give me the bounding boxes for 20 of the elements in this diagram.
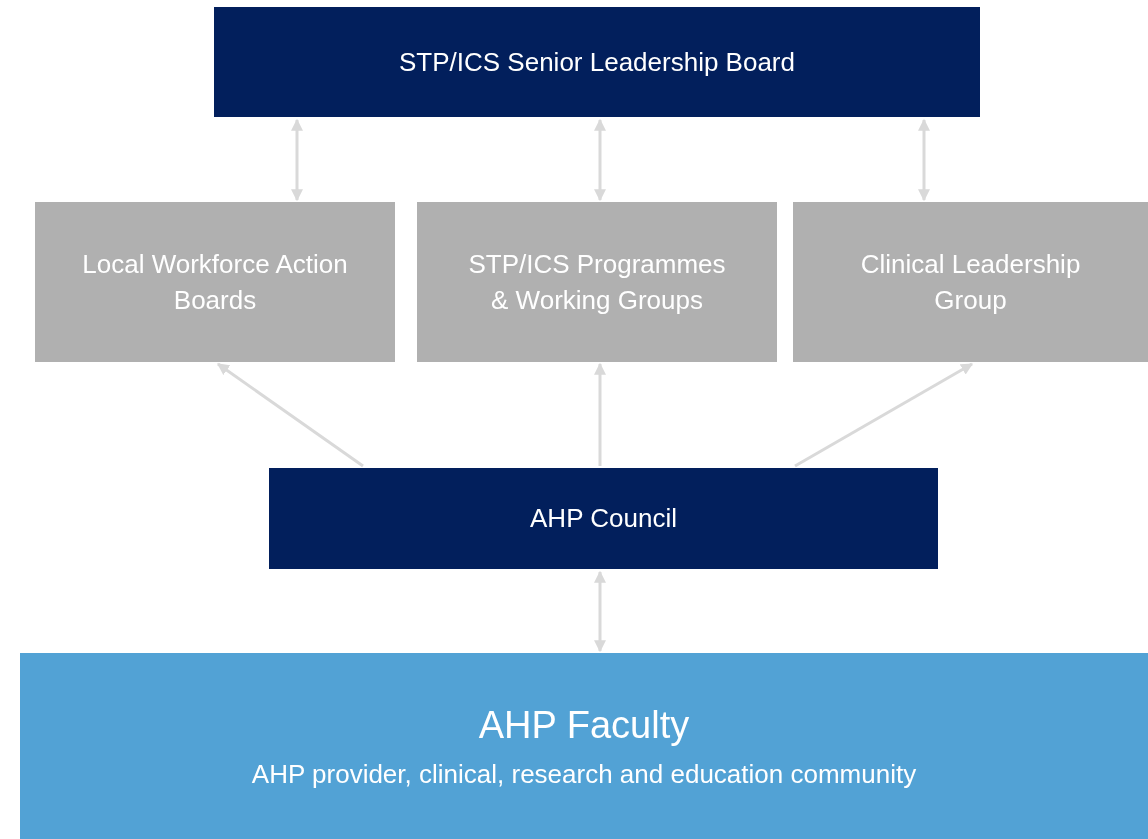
arrow bbox=[594, 570, 606, 653]
arrow bbox=[291, 118, 303, 202]
arrow bbox=[594, 118, 606, 202]
org-box bbox=[20, 653, 1148, 839]
arrow bbox=[794, 362, 974, 468]
org-box bbox=[269, 468, 938, 569]
arrow bbox=[217, 362, 364, 468]
org-box bbox=[417, 202, 777, 362]
box-title: Clinical Leadership Group bbox=[859, 247, 1082, 317]
box-subtitle: AHP provider, clinical, research and education community bbox=[251, 758, 917, 792]
box-title: Local Workforce Action Boards bbox=[81, 247, 349, 317]
box-title: STP/ICS Programmes & Working Groups bbox=[467, 247, 727, 317]
org-box bbox=[793, 202, 1148, 362]
arrow bbox=[918, 118, 930, 202]
arrow bbox=[594, 362, 606, 466]
box-title: AHP Faculty bbox=[478, 703, 690, 749]
box-title: AHP Council bbox=[530, 502, 677, 536]
org-box bbox=[35, 202, 395, 362]
org-box bbox=[214, 7, 980, 117]
box-title: STP/ICS Senior Leadership Board bbox=[399, 45, 795, 79]
